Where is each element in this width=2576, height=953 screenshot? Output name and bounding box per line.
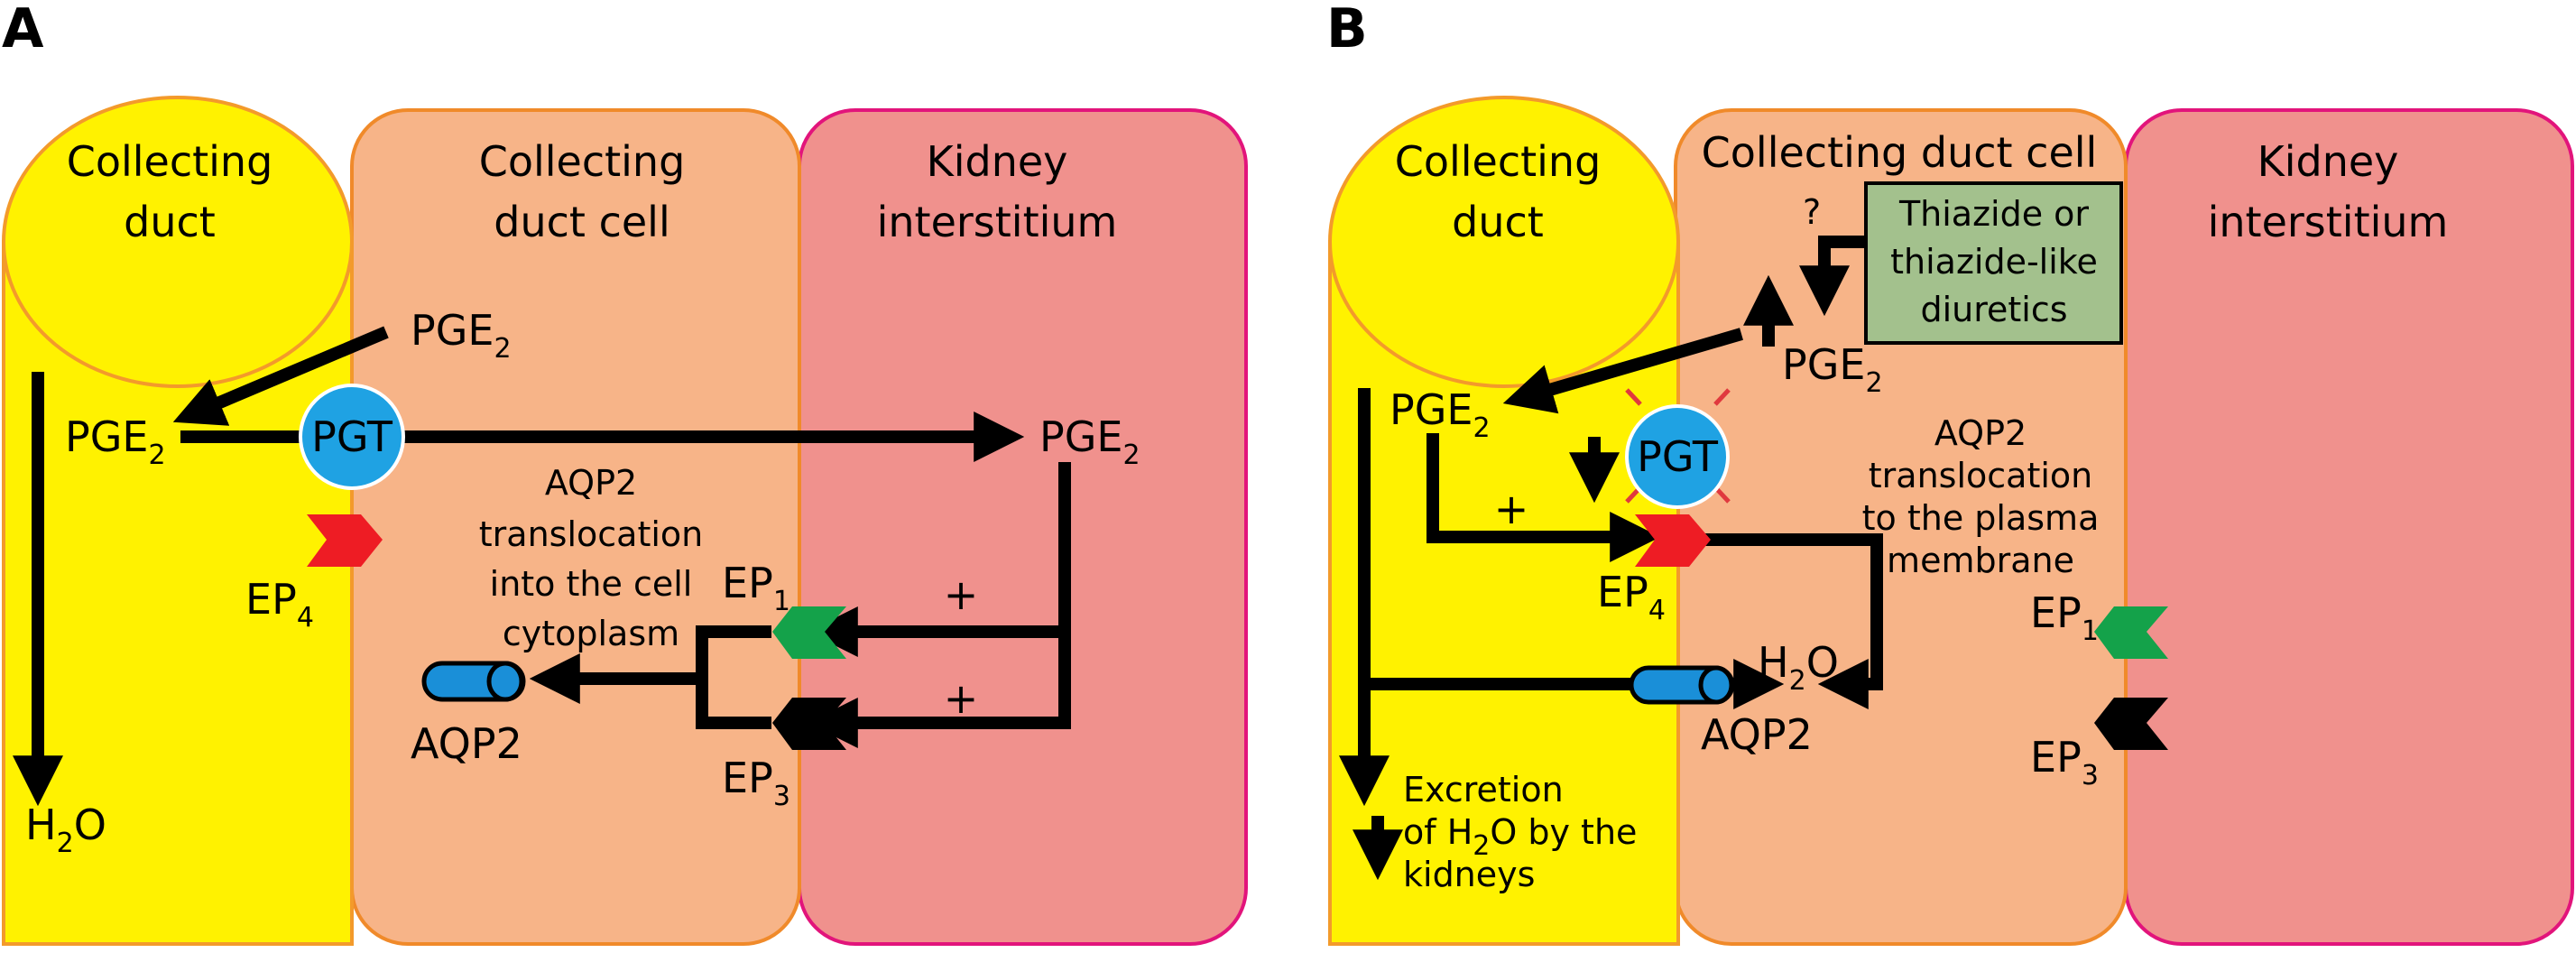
- panel-a-pgt-transporter: [299, 384, 405, 490]
- panel-a-arrow-pge-to-ep3: [807, 462, 1071, 748]
- panel-b-ep3-receptor: [2094, 698, 2168, 750]
- panel-b-arrows: [1339, 236, 1883, 881]
- panel-b-arrow-pge-to-ep4: [1426, 433, 1661, 562]
- panel-b-arrow-pge-into-duct: [1502, 328, 1743, 414]
- panel-b-diuretic-3: diuretics: [1920, 290, 2067, 329]
- panel-b-pgt-transporter: [1625, 404, 1730, 509]
- panel-b-aqp2-label: AQP2: [1701, 710, 1813, 759]
- panel-b-inter-title-2: interstitium: [2208, 198, 2449, 246]
- panel-b-question-mark: ?: [1803, 192, 1821, 232]
- panel-a-plus-2: +: [944, 674, 979, 723]
- panel-b-aqp2-text-3: to the plasma: [1862, 498, 2100, 538]
- panel-b-diuretic-box: [1864, 181, 2123, 345]
- panel-b-ep4-label: EP4: [1597, 568, 1666, 626]
- panel-b-diuretic-2: thiazide-like: [1890, 242, 2098, 282]
- panel-b-duct-title-1: Collecting: [1395, 137, 1602, 186]
- panel-a-aqp2-label: AQP2: [411, 719, 522, 768]
- panel-a-pgt-label: PGT: [311, 412, 393, 461]
- panel-a-duct-title-1: Collecting: [67, 137, 273, 186]
- panel-a-pge2-duct: PGE2: [65, 412, 166, 471]
- panel-a-letter: A: [2, 0, 44, 60]
- panel-a-aqp2-text-4: cytoplasm: [503, 614, 679, 653]
- panel-a-ep4-label: EP4: [245, 575, 314, 634]
- panel-b-duct-title-2: duct: [1452, 198, 1544, 246]
- panel-a-cell-title-2: duct cell: [494, 198, 669, 246]
- panel-b-cell-title: Collecting duct cell: [1702, 128, 2098, 177]
- panel-b-excretion-1: Excretion: [1403, 770, 1564, 810]
- panel-a-ep4-receptor: [307, 514, 383, 567]
- panel-a-aqp2-text-1: AQP2: [545, 463, 637, 503]
- panel-a-h2o-label: H2O: [25, 800, 106, 859]
- panel-b-arrow-ep4-to-h2o: [1705, 533, 1883, 709]
- panel-a-inter-title-1: Kidney: [927, 137, 1068, 186]
- panel-b: B Collecting duct Collecting duct cell K…: [1326, 0, 2574, 946]
- panel-b-aqp2-channel: [1629, 665, 1735, 705]
- panel-b-aqp2-text-2: translocation: [1869, 456, 2092, 495]
- panel-a-ep3-receptor: [772, 698, 846, 750]
- panel-a-pge2-interstitium: PGE2: [1039, 412, 1140, 471]
- panel-b-pgt-label: PGT: [1637, 432, 1719, 481]
- panel-b-aqp2-text-1: AQP2: [1934, 413, 2027, 453]
- panel-a-arrows: [13, 326, 1071, 807]
- panel-b-aqp2-text-4: membrane: [1887, 541, 2074, 580]
- panel-a-arrow-pge-into-duct: [172, 326, 389, 426]
- panel-a-aqp2-text-3: into the cell: [490, 564, 693, 604]
- panel-a-ep1-label: EP1: [722, 559, 790, 617]
- panel-b-h2o-label: H2O: [1758, 638, 1839, 697]
- panel-a-ep3-label: EP3: [722, 754, 790, 812]
- panel-b-pge2-duct: PGE2: [1390, 385, 1491, 444]
- panel-b-plus: +: [1494, 485, 1529, 533]
- panel-b-pge2-cell: PGE2: [1782, 340, 1883, 399]
- panel-b-ep3-label: EP3: [2030, 733, 2099, 791]
- panel-b-arrow-diuretic-effect: [1799, 236, 1866, 317]
- panel-a-inter-title-2: interstitium: [877, 198, 1118, 246]
- panel-b-ep1-label: EP1: [2030, 588, 2099, 647]
- panel-a-plus-1: +: [944, 570, 979, 619]
- panel-b-letter: B: [1326, 0, 1368, 60]
- panel-a: A Collecting duct Collecting duct cell K…: [2, 0, 1248, 946]
- panel-b-ep4-receptor: [1635, 514, 1711, 567]
- panel-a-aqp2-text-2: translocation: [479, 514, 703, 554]
- panel-a-aqp2-channel: [421, 661, 526, 702]
- panel-b-excretion-2: of H2O by the: [1403, 812, 1637, 862]
- panel-a-pge2-cell: PGE2: [411, 306, 512, 365]
- panel-b-ep1-receptor: [2094, 606, 2168, 659]
- panel-b-diuretic-1: Thiazide or: [1898, 194, 2089, 234]
- panel-a-duct-title-2: duct: [124, 198, 216, 246]
- panel-b-excretion-3: kidneys: [1403, 855, 1535, 894]
- panel-a-cell-title-1: Collecting: [479, 137, 686, 186]
- panel-b-inter-title-1: Kidney: [2257, 137, 2399, 186]
- panel-a-ep1-receptor: [772, 606, 846, 659]
